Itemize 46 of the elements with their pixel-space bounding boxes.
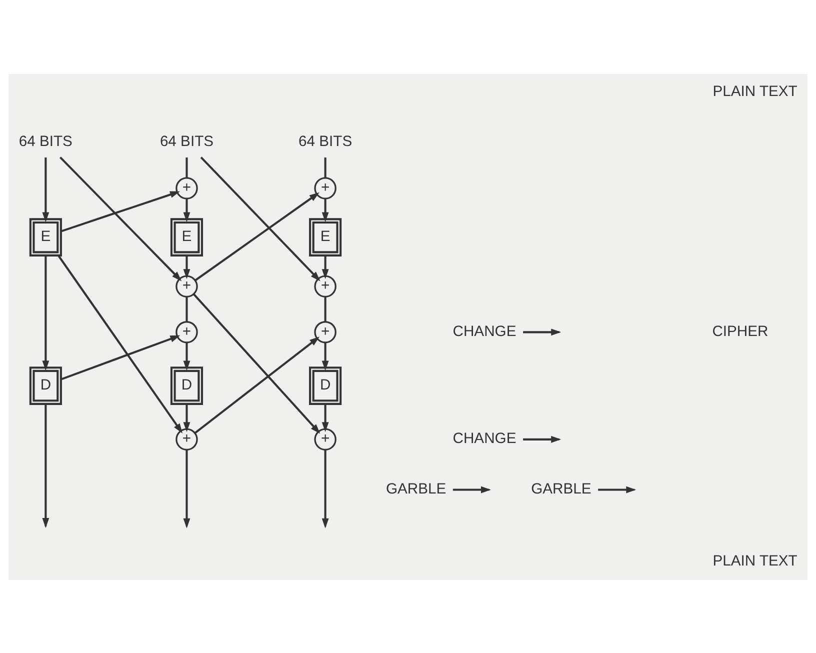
node-text: 64 BITS — [18, 134, 72, 150]
arrow — [322, 404, 329, 432]
node-text: CHANGE — [452, 430, 516, 447]
arrow — [322, 342, 329, 370]
arrow — [194, 336, 320, 434]
arrow — [183, 198, 190, 222]
arrow — [200, 156, 320, 281]
node-circle: + — [176, 320, 198, 343]
label: CIPHER — [712, 323, 768, 340]
node-circle: + — [314, 428, 336, 450]
arrow — [322, 255, 329, 279]
node-circle: + — [314, 320, 336, 343]
node-circle: + — [176, 428, 198, 450]
connector — [324, 157, 326, 178]
node-box: D — [170, 366, 204, 404]
arrow — [60, 190, 180, 232]
arrow — [183, 404, 190, 432]
node-text: 64 BITS — [298, 134, 352, 150]
node-text: 64 BITS — [160, 134, 214, 150]
node-text: GARBLE — [386, 480, 446, 497]
node-circle: + — [314, 176, 336, 199]
arrow — [322, 198, 329, 222]
arrow — [194, 192, 320, 281]
node-box: E — [170, 218, 204, 256]
arrow — [193, 293, 320, 434]
node-circle: + — [314, 274, 336, 298]
node-circle: + — [176, 176, 198, 199]
node-box: E — [309, 218, 342, 256]
connector — [324, 296, 326, 322]
arrow — [58, 254, 183, 433]
node-box: D — [29, 366, 62, 404]
node-text: CHANGE — [452, 323, 516, 340]
arrow — [183, 255, 190, 279]
node-circle: + — [176, 274, 198, 298]
arrow — [60, 334, 180, 380]
node-box: E — [29, 218, 62, 256]
connector — [186, 296, 188, 322]
arrow — [60, 156, 182, 281]
node-box: D — [309, 366, 342, 404]
connector — [186, 157, 188, 178]
label: PLAIN TEXT — [712, 83, 798, 100]
node-text: GARBLE — [531, 480, 592, 497]
arrow — [42, 157, 50, 222]
arrow — [42, 255, 50, 370]
arrow — [183, 342, 190, 370]
label: PLAIN TEXT — [712, 552, 798, 569]
